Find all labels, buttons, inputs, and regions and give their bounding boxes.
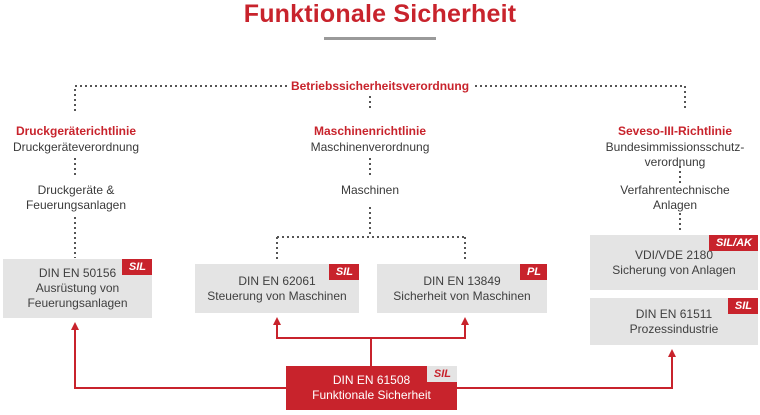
box-din-en-13849: PL DIN EN 13849 Sicherheit von Maschinen — [377, 264, 547, 313]
sil-ak-badge: SIL/AK — [708, 235, 758, 251]
mid-regulation: Maschinenverordnung — [310, 140, 430, 154]
box-title: DIN EN 50156 — [38, 266, 117, 280]
box-din-en-61511: SIL DIN EN 61511 Prozessindustrie — [590, 298, 758, 345]
box-subtitle-2: Feuerungsanlagen — [27, 296, 128, 310]
box-subtitle: Sicherheit von Maschinen — [393, 288, 531, 303]
box-title: VDI/VDE 2180 — [634, 247, 714, 262]
left-scope: Druckgeräte & Feuerungsanlagen — [0, 183, 152, 213]
title-underline — [324, 37, 436, 40]
box-vdi-vde-2180: SIL/AK VDI/VDE 2180 Sicherung von Anlage… — [590, 235, 758, 290]
right-directive: Seveso-III-Richtlinie — [617, 124, 733, 138]
right-regulation-line2: verordnung — [644, 155, 706, 169]
left-directive: Druckgeräterichtlinie — [15, 124, 137, 138]
box-title: DIN EN 13849 — [423, 273, 501, 288]
left-scope-line2: Feuerungsanlagen — [25, 198, 127, 212]
arrow-to-en50156 — [71, 322, 286, 389]
pl-badge: PL — [519, 264, 547, 280]
mid-directive: Maschinenrichtlinie — [313, 124, 427, 138]
sil-badge: SIL — [328, 264, 359, 280]
box-subtitle: Funktionale Sicherheit — [312, 388, 431, 402]
right-regulation-line1: Bundesimmissionsschutz- — [605, 140, 745, 154]
sil-badge: SIL — [426, 366, 457, 382]
mid-split-line — [276, 236, 466, 262]
arrow-split-line — [276, 323, 466, 366]
left-scope-line1: Druckgeräte & — [37, 183, 115, 197]
box-din-en-62061: SIL DIN EN 62061 Steuerung von Maschinen — [195, 264, 359, 313]
box-title: DIN EN 61508 — [332, 373, 411, 387]
mid-scope: Maschinen — [340, 183, 400, 197]
sil-badge: SIL — [121, 259, 152, 275]
left-regulation: Druckgeräteverordnung — [12, 140, 140, 154]
right-scope-line1: Verfahrentechnische — [620, 183, 730, 197]
right-scope-line2: Anlagen — [652, 198, 698, 212]
box-title: DIN EN 61511 — [635, 306, 713, 321]
top-label-wrapper: Betriebssicherheitsverordnung — [230, 79, 530, 94]
box-din-en-50156: SIL DIN EN 50156 Ausrüstung von Feuerung… — [3, 259, 152, 318]
box-title: DIN EN 62061 — [238, 273, 316, 288]
page-title: Funktionale Sicherheit — [243, 0, 517, 28]
box-subtitle: Steuerung von Maschinen — [207, 288, 347, 303]
box-subtitle: Ausrüstung von — [35, 281, 120, 295]
box-subtitle: Sicherung von Anlagen — [612, 262, 736, 277]
right-scope: Verfahrentechnische Anlagen — [590, 183, 760, 213]
box-din-en-61508: SIL DIN EN 61508 Funktionale Sicherheit — [286, 366, 457, 410]
box-subtitle: Prozessindustrie — [629, 321, 719, 336]
betriebssicherheitsverordnung-label: Betriebssicherheitsverordnung — [286, 79, 474, 93]
right-regulation: Bundesimmissionsschutz- verordnung — [590, 140, 760, 170]
sil-badge: SIL — [727, 298, 758, 314]
arrow-to-en61511 — [457, 349, 676, 389]
